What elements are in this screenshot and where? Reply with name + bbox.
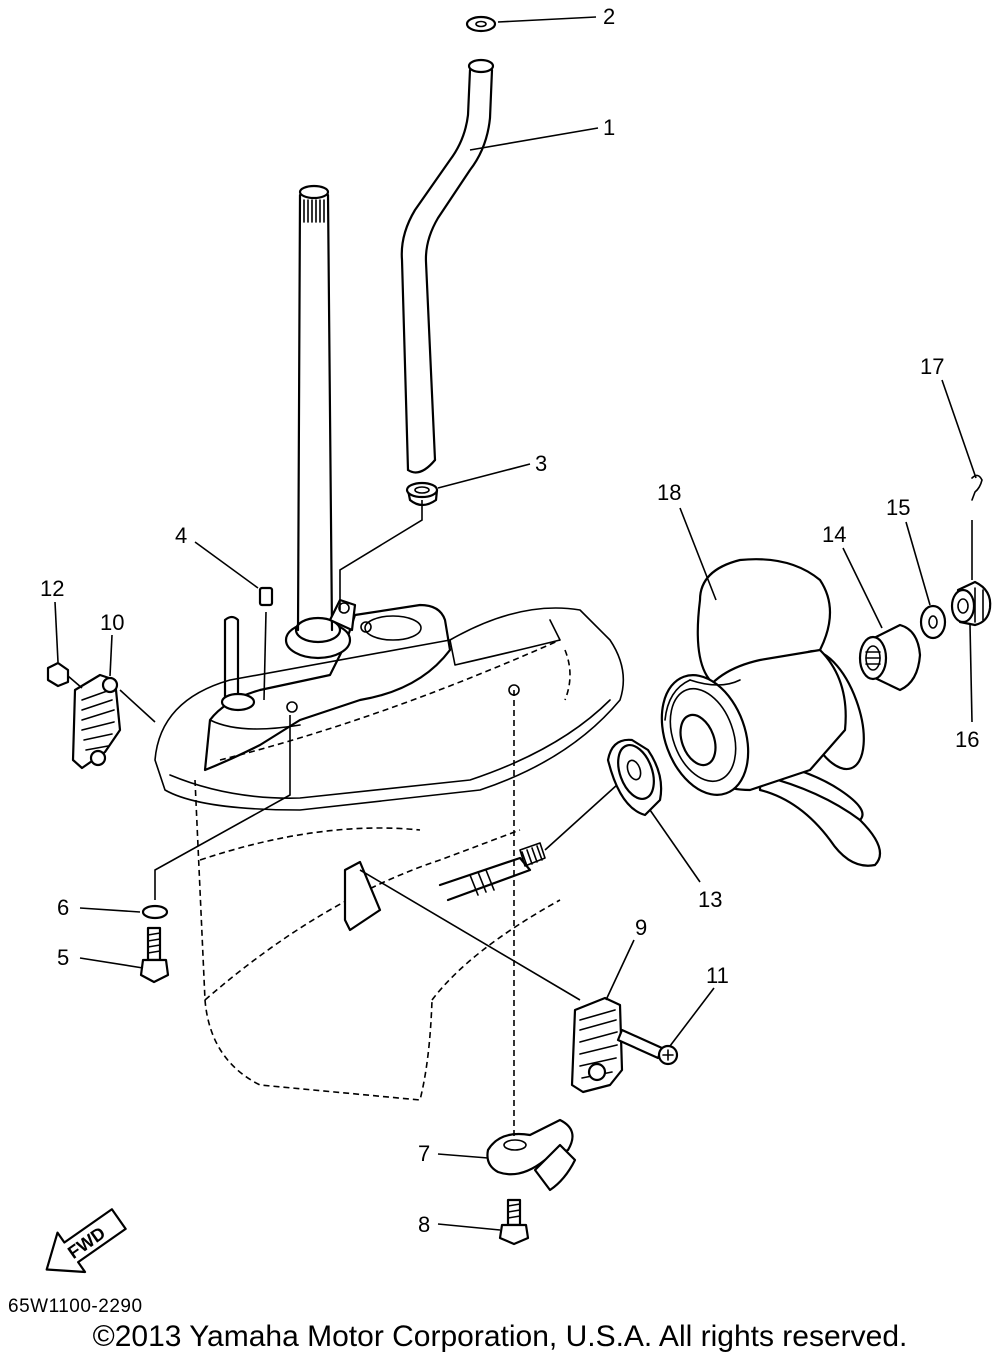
screw-right [616, 1028, 679, 1066]
copyright-notice: ©2013 Yamaha Motor Corporation, U.S.A. A… [92, 1320, 908, 1353]
fwd-arrow: FWD [45, 1208, 127, 1274]
propeller [660, 558, 882, 867]
callout-9: 9 [635, 915, 647, 940]
anode-slot [343, 860, 581, 1001]
bolt-left [139, 926, 170, 984]
cotter-pin [971, 474, 983, 580]
callout-7: 7 [418, 1141, 430, 1166]
callout-18: 18 [657, 480, 681, 505]
callout-2: 2 [603, 4, 615, 29]
callout-1: 1 [603, 115, 615, 140]
washer-left [141, 715, 291, 920]
callout-13: 13 [698, 887, 722, 912]
anode-left [71, 673, 156, 770]
trim-tab [486, 1118, 577, 1192]
diagram-code: 65W1100-2290 [8, 1296, 143, 1317]
callout-15: 15 [886, 495, 910, 520]
propeller-nut [950, 580, 992, 627]
top-plate [203, 603, 452, 772]
callout-labels: 1 2 3 4 5 6 7 8 9 10 11 12 13 14 15 16 1… [40, 4, 979, 1237]
spacer [858, 623, 922, 692]
propeller-shaft [438, 774, 629, 902]
leader-lines [54, 16, 977, 1231]
grommet [339, 481, 439, 610]
lower-casing [154, 607, 625, 1101]
callout-4: 4 [175, 523, 187, 548]
callout-14: 14 [822, 522, 846, 547]
drive-shaft [284, 184, 357, 660]
anode-right [570, 996, 624, 1094]
callout-12: 12 [40, 576, 64, 601]
dowel-pin [258, 586, 274, 701]
water-tube [400, 58, 495, 474]
thrust-washer [606, 738, 663, 817]
nut-small [46, 661, 83, 689]
callout-5: 5 [57, 945, 69, 970]
callout-16: 16 [955, 727, 979, 752]
callout-10: 10 [100, 610, 124, 635]
callout-11: 11 [706, 963, 729, 988]
callout-3: 3 [535, 451, 547, 476]
callout-8: 8 [418, 1212, 430, 1237]
callout-6: 6 [57, 895, 69, 920]
washer [465, 15, 497, 33]
callout-17: 17 [920, 354, 944, 379]
bolt-bottom [498, 1198, 530, 1246]
washer-propeller [919, 604, 947, 640]
